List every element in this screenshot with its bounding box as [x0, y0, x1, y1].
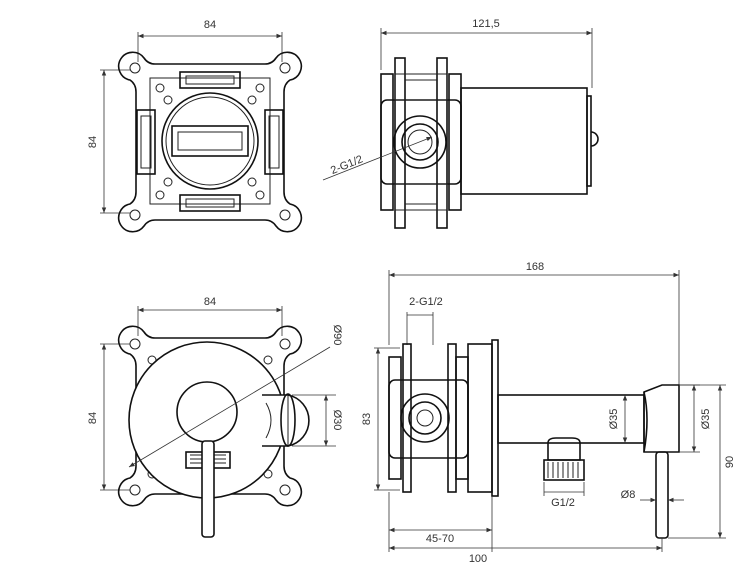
bottom-front-outer-diameter: Ø90 — [331, 325, 343, 346]
bottom-side-outlet-thread: G1/2 — [551, 497, 575, 509]
bottom-side-spout-diameter-1: Ø35 — [608, 409, 620, 430]
top-side-depth-dim: 121,5 — [472, 18, 500, 30]
bottom-side-thread-label: 2-G1/2 — [409, 296, 443, 308]
top-side-thread-label: 2-G1/2 — [329, 153, 365, 177]
bottom-side-body-height: 83 — [361, 413, 373, 425]
bottom-side-handle-diameter: Ø8 — [621, 489, 636, 501]
view-top-side: 121,5 2-G1/2 — [322, 18, 599, 229]
bottom-front-width-dim: 84 — [204, 296, 216, 308]
bottom-front-height-dim: 84 — [87, 412, 99, 424]
bottom-front-inner-diameter: Ø30 — [331, 410, 343, 431]
view-bottom-side: 168 2-G1/2 83 Ø35 — [361, 261, 736, 565]
bottom-side-projection: 100 — [469, 553, 487, 565]
bottom-side-overall-length: 168 — [526, 261, 544, 273]
top-front-height-dim: 84 — [87, 136, 99, 148]
view-bottom-front: 84 84 Ø90 Ø30 — [87, 296, 343, 538]
bottom-side-install-depth: 45-70 — [426, 533, 454, 545]
top-front-width-dim: 84 — [204, 19, 216, 31]
view-top-front: 84 84 — [87, 19, 303, 233]
bottom-side-overall-height: 90 — [724, 456, 736, 468]
bottom-side-spout-diameter-2: Ø35 — [700, 409, 712, 430]
